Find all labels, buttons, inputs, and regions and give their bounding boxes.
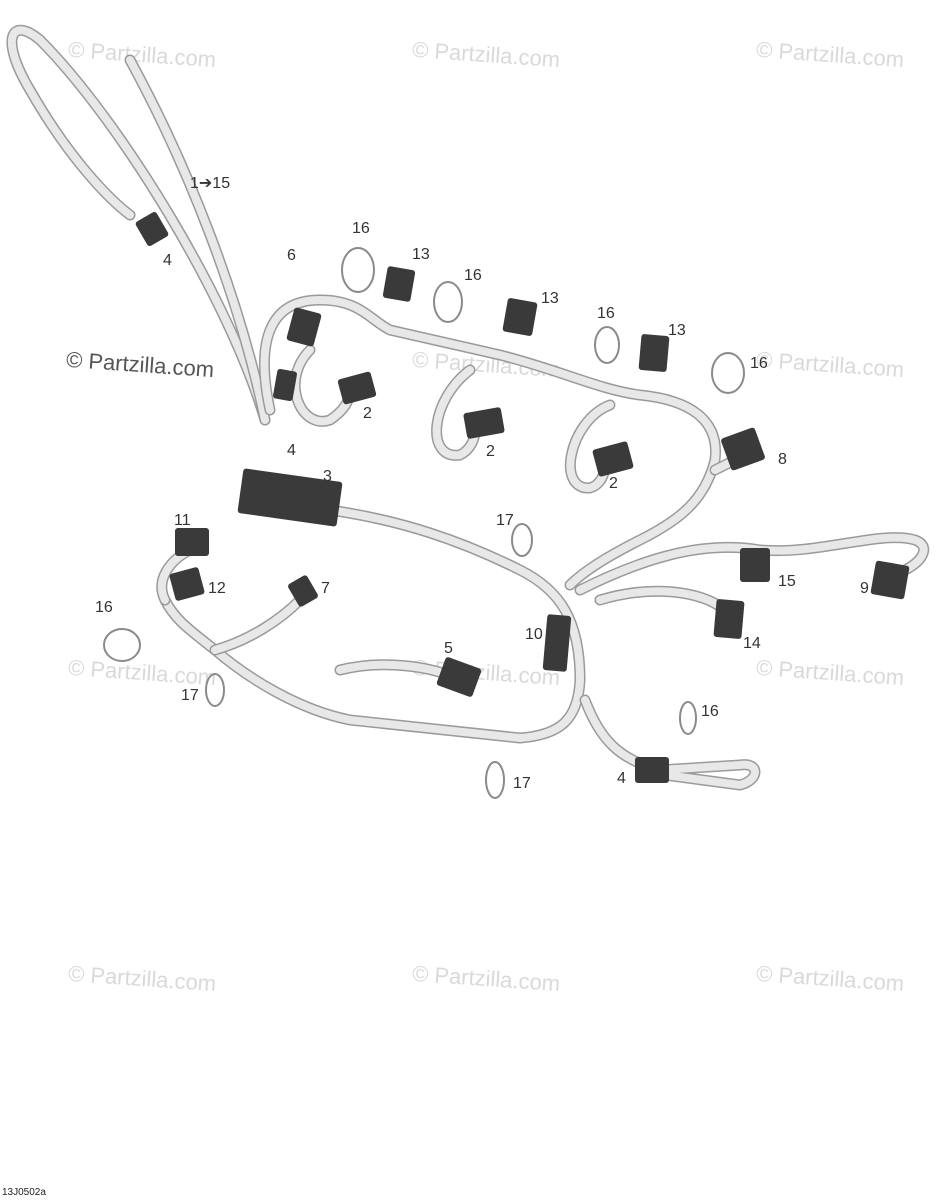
callout-16: 16 xyxy=(750,355,768,372)
callout-9: 9 xyxy=(860,580,869,597)
callout-2: 2 xyxy=(486,443,495,460)
callout-2: 2 xyxy=(363,405,372,422)
harness-branch-right xyxy=(576,533,928,594)
connector-16 xyxy=(740,548,770,582)
connector-6 xyxy=(502,298,538,336)
clamp-6 xyxy=(103,628,141,662)
callout-16: 16 xyxy=(597,305,615,322)
callout-12: 12 xyxy=(208,580,226,597)
callout-17: 17 xyxy=(513,775,531,792)
callout-13: 13 xyxy=(541,290,559,307)
callout-15: 15 xyxy=(778,573,796,590)
callout-3: 3 xyxy=(323,468,332,485)
harness-branch-lower-loop xyxy=(581,696,759,789)
callout-8: 8 xyxy=(778,451,787,468)
clamp-7 xyxy=(205,673,225,707)
harness-loop-top-left-2 xyxy=(126,56,269,424)
callout-10: 10 xyxy=(525,626,543,643)
callout-4: 4 xyxy=(617,770,626,787)
clamp-3 xyxy=(594,326,620,364)
connector-9 xyxy=(592,441,634,477)
harness-branch-b xyxy=(432,366,479,460)
connector-15 xyxy=(542,614,572,672)
connector-20 xyxy=(635,757,669,783)
clamp-5 xyxy=(511,523,533,557)
callout-1-15: 1➔15 xyxy=(190,175,231,192)
callout-17: 17 xyxy=(496,512,514,529)
callout-17: 17 xyxy=(181,687,199,704)
connector-13 xyxy=(169,567,205,601)
clamp-1 xyxy=(341,247,375,293)
harness-branch-14 xyxy=(596,587,729,614)
callout-5: 5 xyxy=(444,640,453,657)
harness-main-trunk xyxy=(161,506,584,742)
connector-1 xyxy=(135,211,169,247)
harness-upper-rail xyxy=(260,296,720,589)
callout-16: 16 xyxy=(352,220,370,237)
clamp-9 xyxy=(485,761,505,799)
connector-3 xyxy=(273,368,297,402)
callout-4: 4 xyxy=(287,442,296,459)
connector-18 xyxy=(870,560,910,600)
callout-13: 13 xyxy=(412,246,430,263)
connector-11 xyxy=(237,468,343,527)
clamp-4 xyxy=(711,352,745,394)
clamp-2 xyxy=(433,281,463,323)
connector-8 xyxy=(463,407,505,439)
clamp-8 xyxy=(679,701,697,735)
connector-7 xyxy=(638,334,670,372)
connector-19 xyxy=(436,657,482,697)
callout-16: 16 xyxy=(95,599,113,616)
connector-12 xyxy=(175,528,209,556)
callout-14: 14 xyxy=(743,635,761,652)
harness-branch-7 xyxy=(211,596,304,654)
callout-2: 2 xyxy=(609,475,618,492)
callout-4: 4 xyxy=(163,252,172,269)
harness-branch-c xyxy=(566,401,614,492)
callout-16: 16 xyxy=(701,703,719,720)
callout-16: 16 xyxy=(464,267,482,284)
connector-14 xyxy=(288,575,318,607)
connector-17 xyxy=(713,599,745,639)
connector-4 xyxy=(337,371,377,405)
reference-code: 13J0502a xyxy=(2,1187,46,1198)
connector-5 xyxy=(382,266,416,302)
callout-7: 7 xyxy=(321,580,330,597)
callout-6: 6 xyxy=(287,247,296,264)
harness-main-trunk-outline xyxy=(159,504,586,744)
callout-11: 11 xyxy=(174,512,191,529)
connector-2 xyxy=(286,307,322,347)
callout-13: 13 xyxy=(668,322,686,339)
harness-loop-top-left xyxy=(7,26,269,424)
connector-10 xyxy=(721,427,765,471)
